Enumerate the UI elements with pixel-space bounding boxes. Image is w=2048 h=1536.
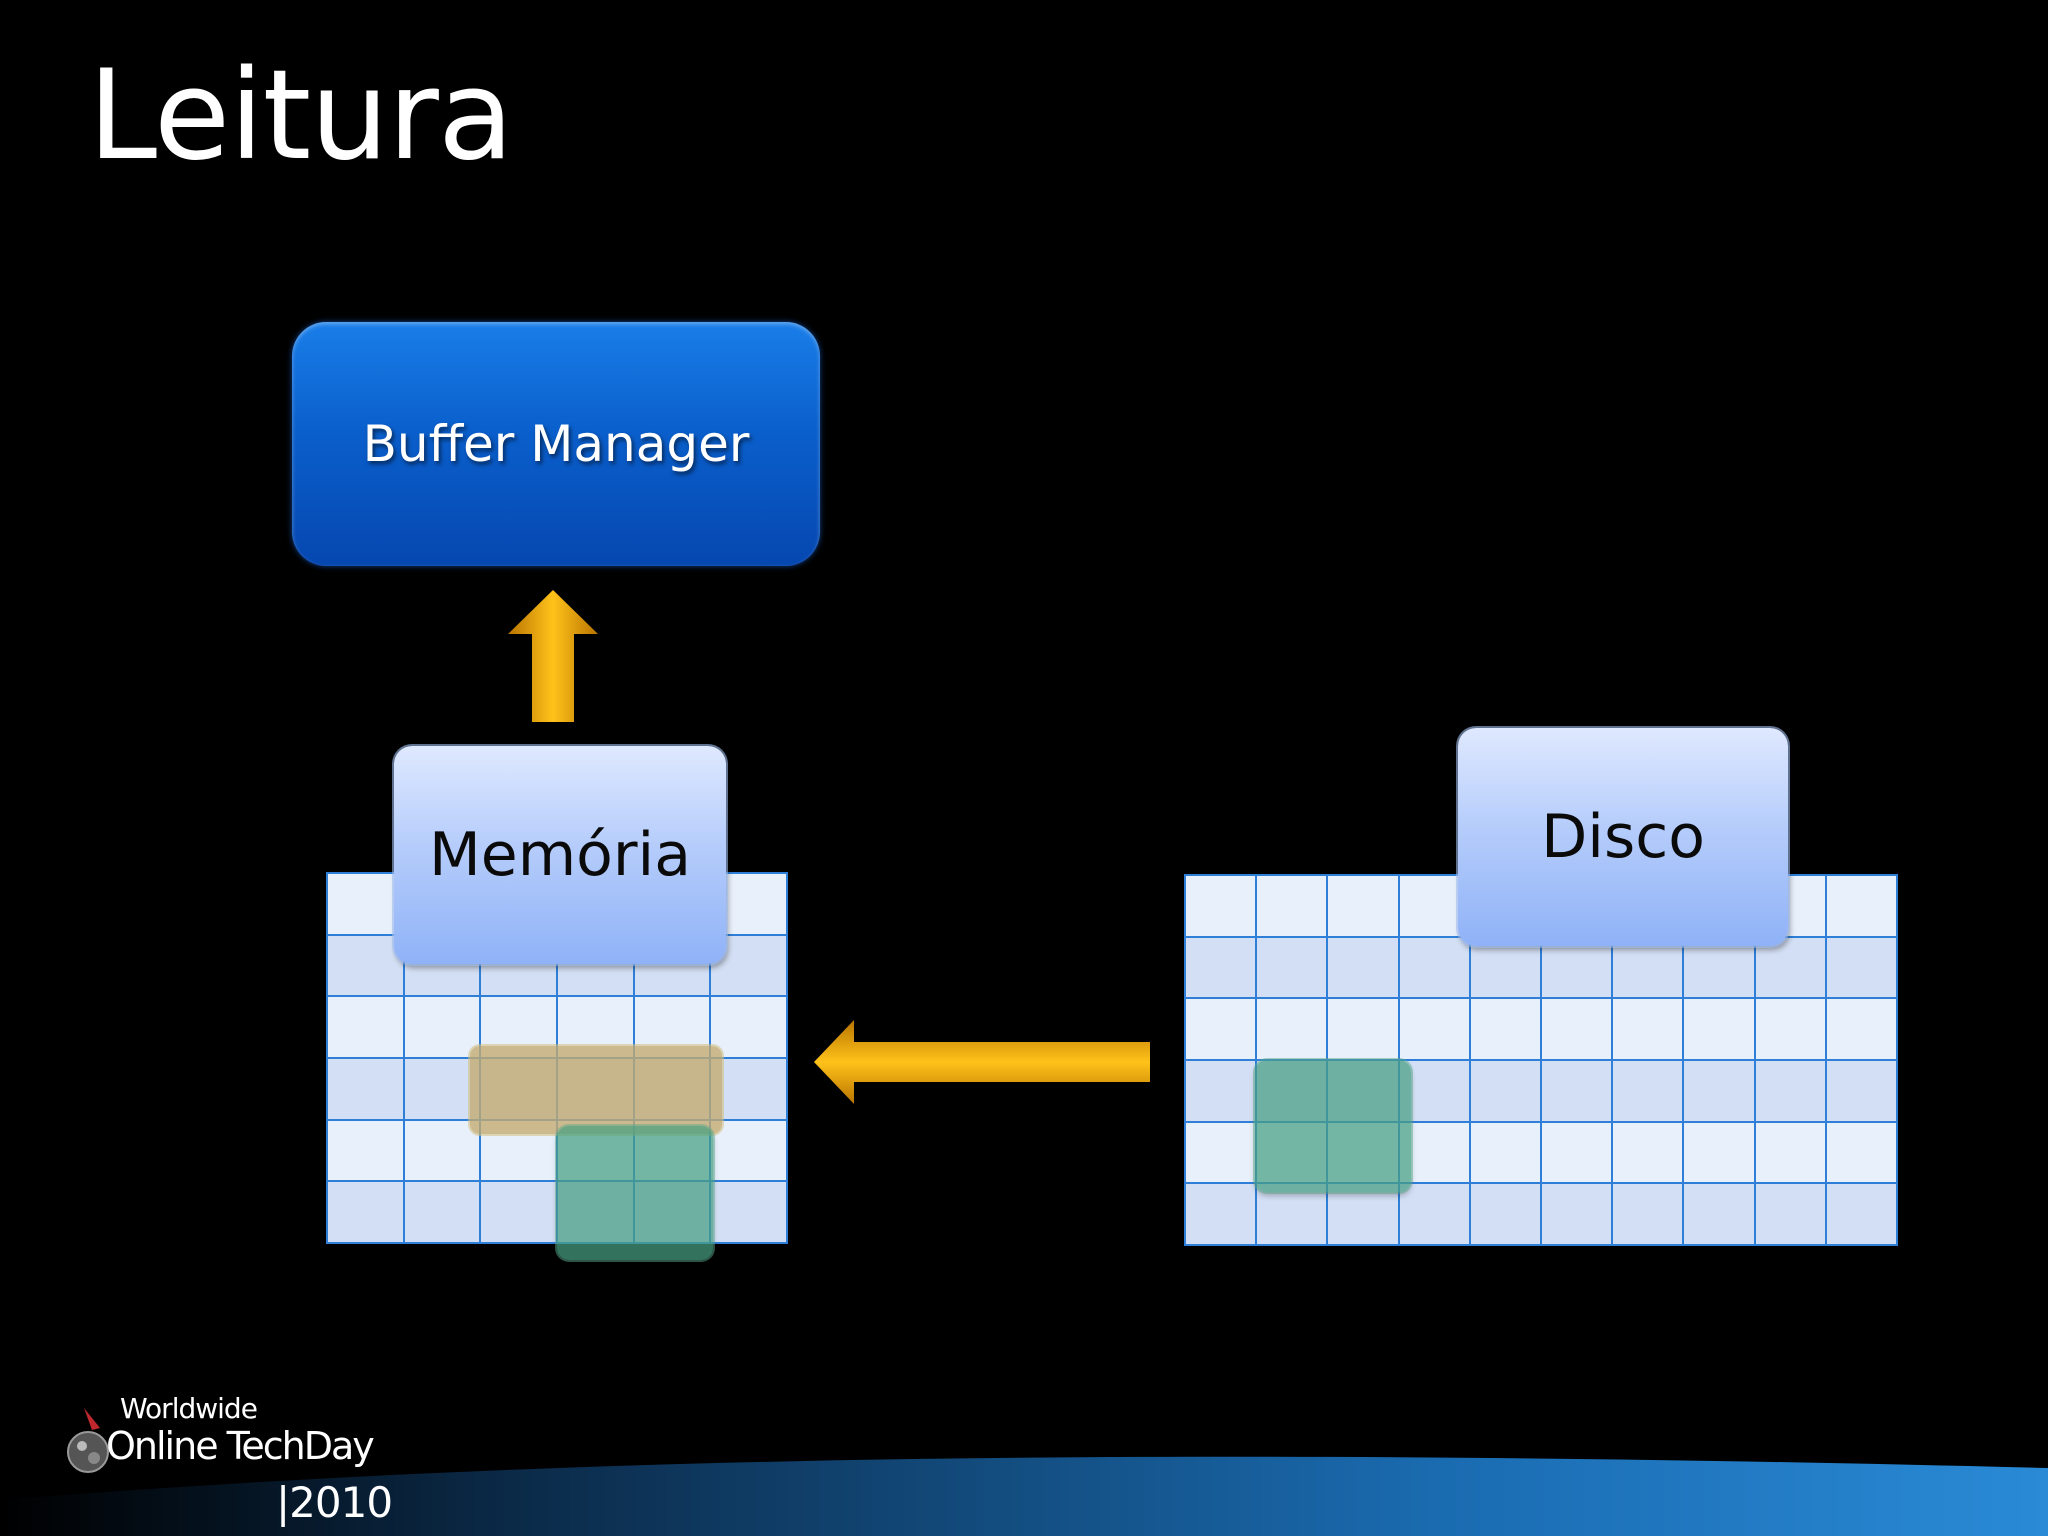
disk-page-block <box>1255 1060 1411 1192</box>
disk-label-box: Disco <box>1458 728 1788 946</box>
memory-loaded-page-block <box>557 1126 713 1260</box>
memory-label-box: Memória <box>394 746 726 964</box>
disk-label: Disco <box>1541 802 1705 872</box>
arrow-up-icon <box>508 590 598 722</box>
logo-line-1: Worldwide <box>120 1392 258 1425</box>
arrow-left-icon <box>814 1020 1150 1104</box>
memory-cached-page-block <box>470 1046 722 1134</box>
slide-title: Leitura <box>88 44 514 188</box>
logo-year: |2010 <box>276 1478 393 1527</box>
event-logo: Worldwide Online TechDay |2010 <box>66 1392 406 1532</box>
buffer-manager-box: Buffer Manager <box>292 322 820 566</box>
globe-logo-icon <box>67 1408 109 1473</box>
footer-wave-decoration <box>0 1456 2048 1536</box>
logo-line-2: Online TechDay <box>106 1424 375 1468</box>
memory-label: Memória <box>429 820 691 890</box>
buffer-manager-label: Buffer Manager <box>362 415 750 473</box>
